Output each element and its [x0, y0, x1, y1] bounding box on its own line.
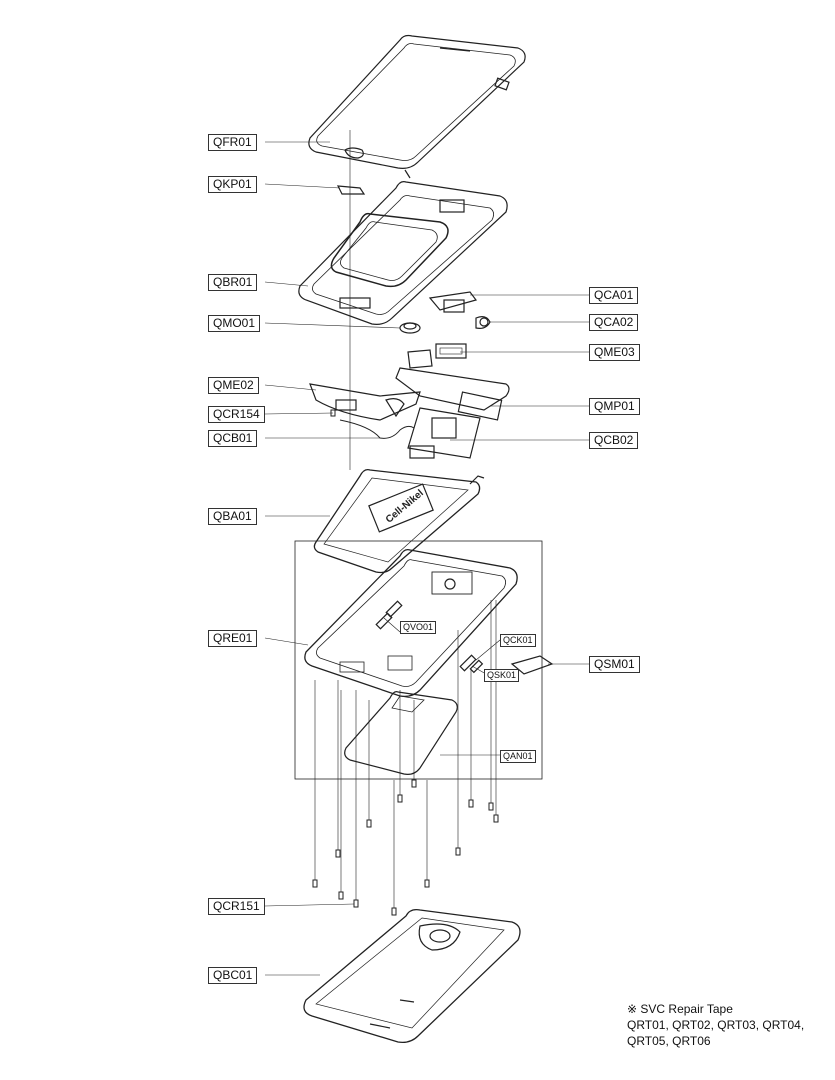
note-line-1: ※ SVC Repair Tape: [627, 1002, 733, 1016]
label-qmp01: QMP01: [589, 398, 640, 415]
bracket-frame-part: [298, 181, 508, 325]
label-qcb02: QCB02: [589, 432, 639, 449]
sub-board-part: [309, 383, 421, 421]
label-qre01: QRE01: [208, 630, 258, 647]
label-qcr154: QCR154: [208, 406, 265, 423]
label-qck01: QCK01: [500, 634, 536, 647]
antenna-part: [344, 691, 458, 775]
label-qca02: QCA02: [589, 314, 639, 331]
leader-lines: [264, 141, 590, 976]
label-qmo01: QMO01: [208, 315, 261, 332]
label-qcr151: QCR151: [208, 898, 265, 915]
label-qfr01: QFR01: [208, 134, 257, 151]
camera-parts: [428, 291, 491, 329]
battery-brand-text: Cell-Nikel: [384, 488, 426, 526]
label-qca01: QCA01: [589, 287, 639, 304]
vibration-motor-part: [399, 322, 421, 334]
front-glass-part: [308, 34, 526, 169]
label-qbr01: QBR01: [208, 274, 258, 291]
home-key-part: [336, 169, 411, 195]
label-qsk01: QSK01: [484, 669, 520, 682]
label-qan01: QAN01: [500, 750, 536, 763]
label-qba01: QBA01: [208, 508, 257, 525]
rear-case-part: [304, 548, 518, 698]
note-line-3: QRT05, QRT06: [627, 1034, 711, 1048]
label-qme02: QME02: [208, 377, 259, 394]
label-qkp01: QKP01: [208, 176, 257, 193]
main-board-part: [395, 343, 510, 459]
label-qsm01: QSM01: [589, 656, 640, 673]
label-qbc01: QBC01: [208, 967, 258, 984]
back-cover-part: [303, 908, 521, 1044]
label-qme03: QME03: [589, 344, 640, 361]
coax-cable-part: [339, 419, 415, 439]
repair-tape-note: ※ SVC Repair Tape QRT01, QRT02, QRT03, Q…: [627, 1001, 804, 1049]
label-qcb01: QCB01: [208, 430, 258, 447]
note-line-2: QRT01, QRT02, QRT03, QRT04,: [627, 1018, 805, 1032]
assembly-guide-lines: [314, 130, 497, 908]
label-qvo01: QVO01: [400, 621, 437, 634]
rear-assembly-box: [294, 540, 543, 780]
